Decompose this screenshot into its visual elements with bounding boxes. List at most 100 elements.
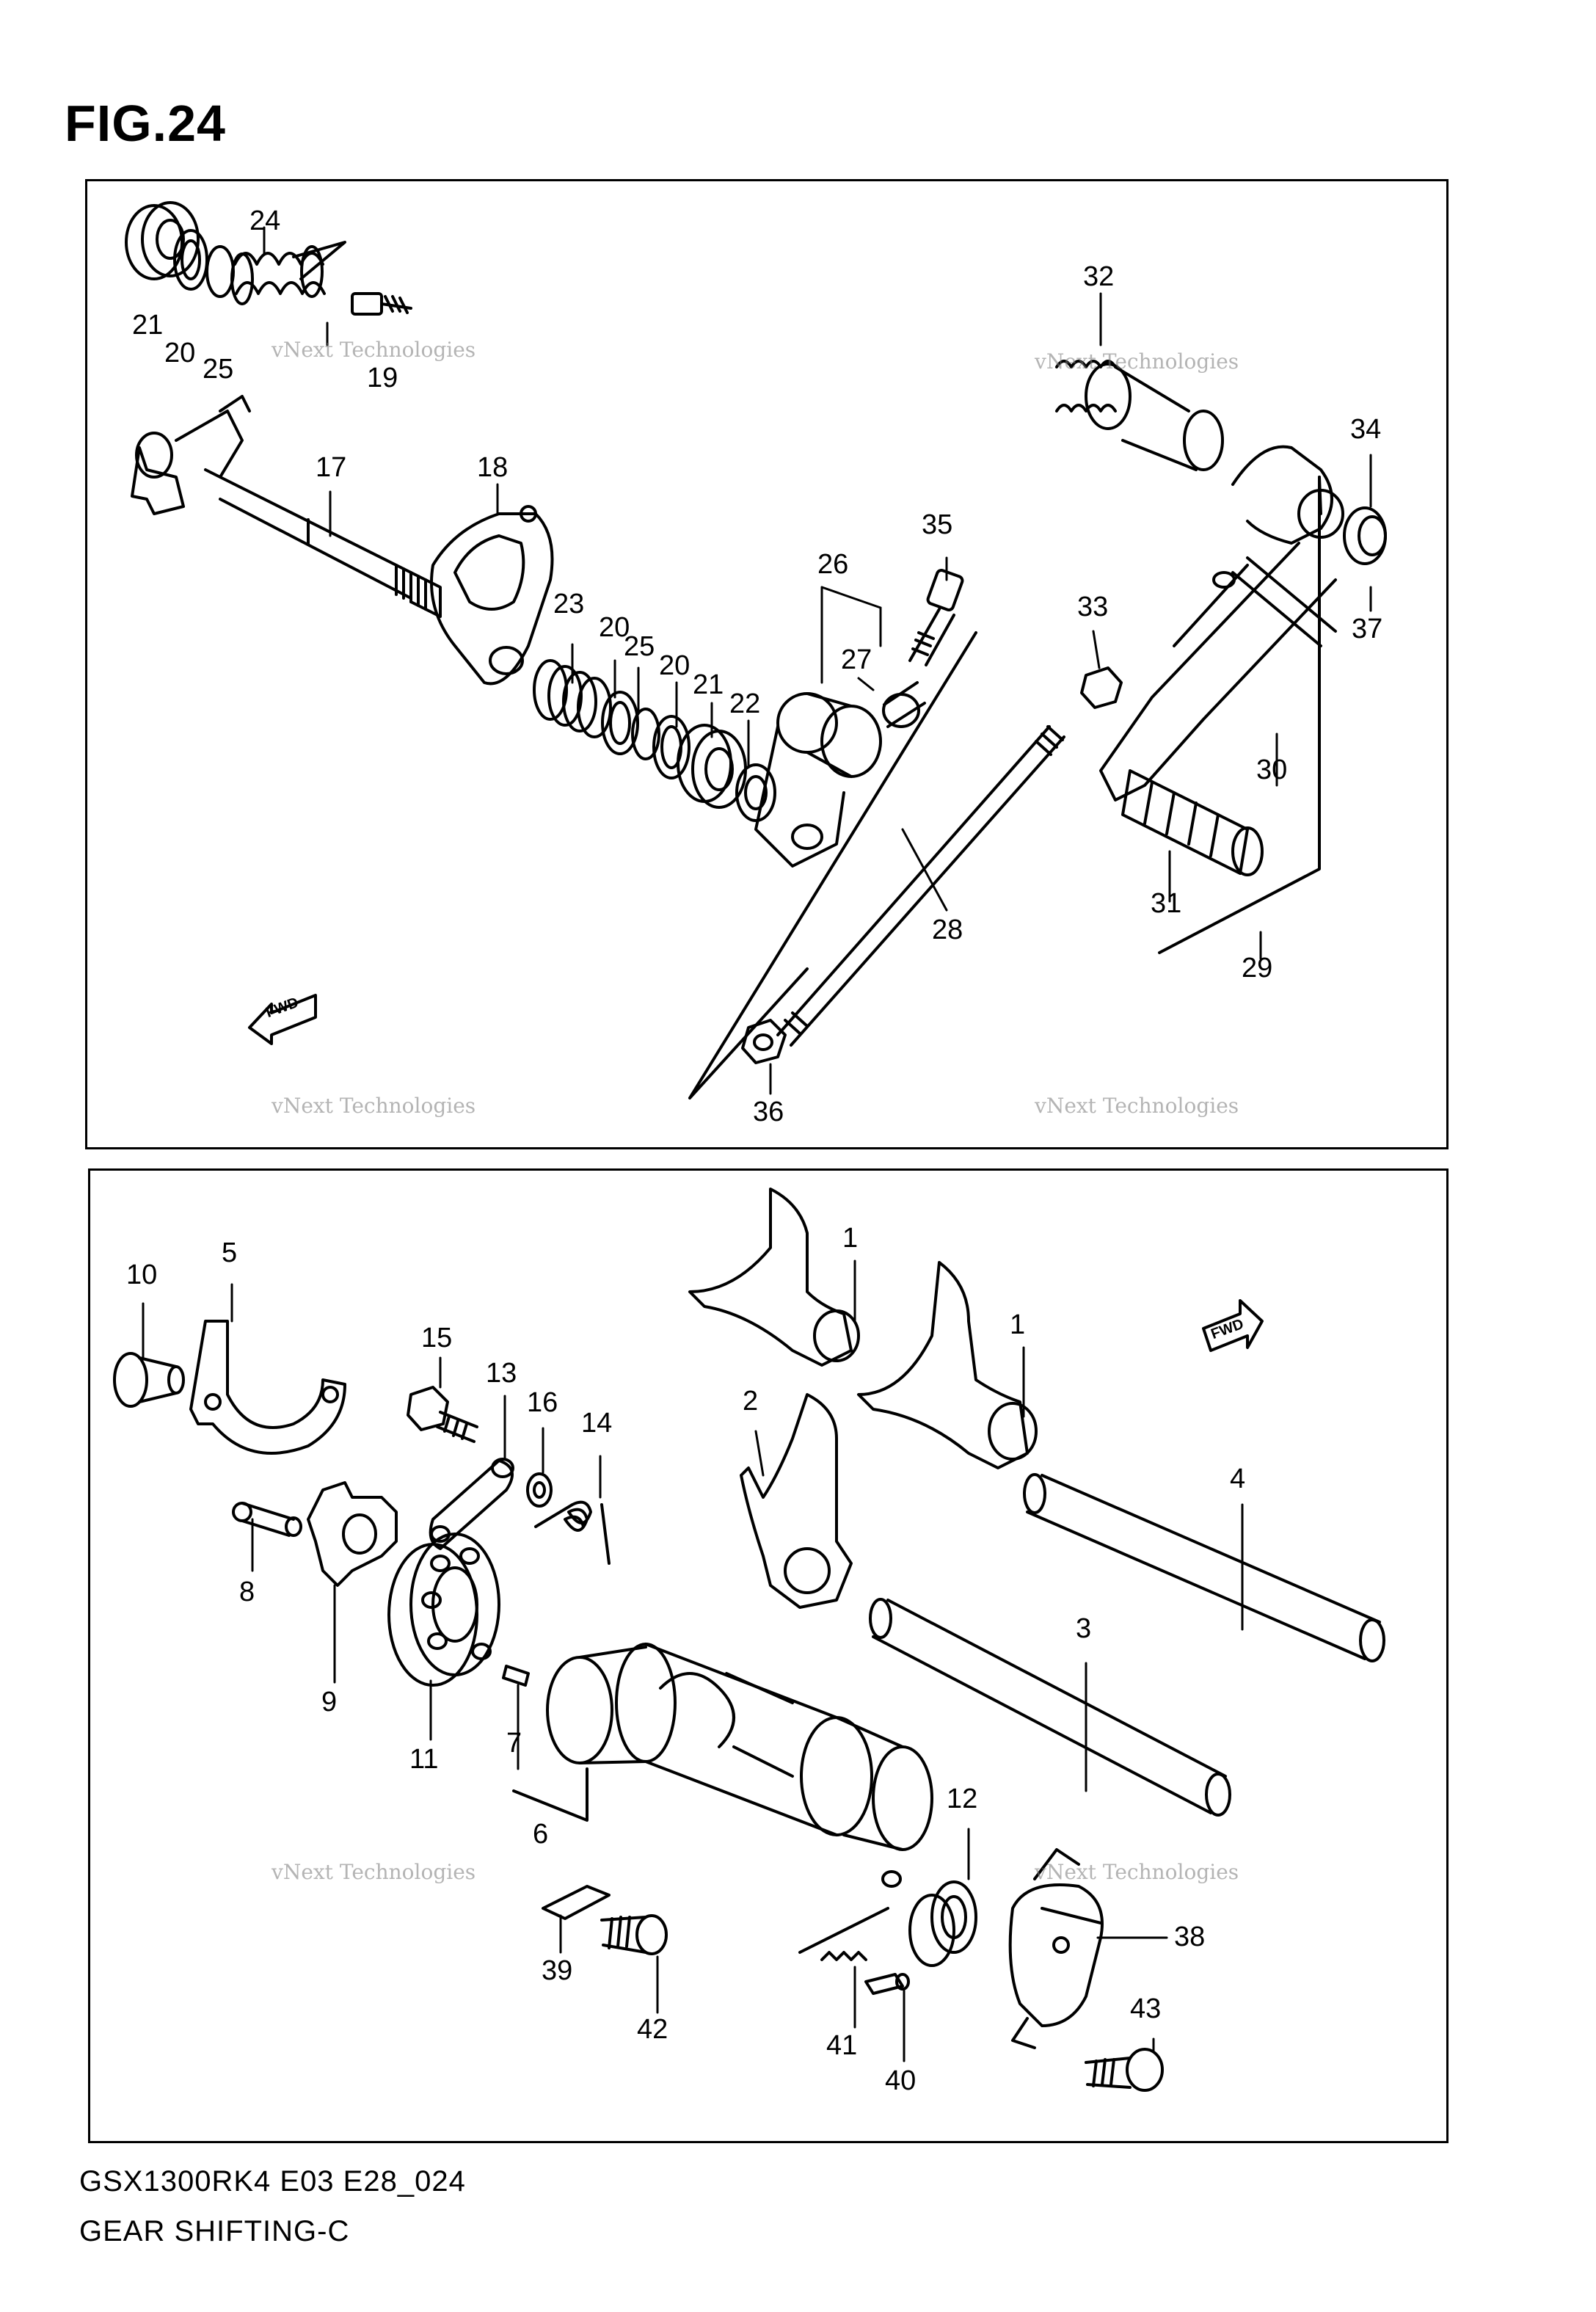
callout-t26: 26 bbox=[817, 549, 849, 580]
watermark-top-left: vNext Technologies bbox=[272, 338, 476, 362]
callout-t29: 29 bbox=[1242, 953, 1273, 984]
part-stopper-plate-5 bbox=[189, 1320, 346, 1455]
part-rod-end-27 bbox=[882, 681, 926, 728]
part-shift-fork-2 bbox=[740, 1393, 853, 1609]
part-circlip-25-mid bbox=[631, 708, 660, 760]
bracket-6 bbox=[512, 1767, 589, 1822]
leader-line-28-guide bbox=[688, 631, 977, 1099]
callout-b8: 8 bbox=[239, 1577, 255, 1607]
watermark-mid-right: vNext Technologies bbox=[1035, 1094, 1239, 1118]
callout-b1a: 1 bbox=[842, 1223, 859, 1254]
callout-b15: 15 bbox=[421, 1323, 453, 1353]
callout-t25a: 25 bbox=[203, 354, 234, 385]
part-bolt-19 bbox=[351, 292, 412, 316]
part-gearshift-shaft-17 bbox=[131, 395, 442, 618]
part-oil-seal-22 bbox=[735, 763, 776, 822]
callout-t21b: 21 bbox=[693, 669, 724, 700]
callout-b11: 11 bbox=[409, 1744, 439, 1775]
watermark-bottom-right: vNext Technologies bbox=[1035, 1860, 1239, 1884]
callout-b42: 42 bbox=[637, 2014, 668, 2045]
part-washer-16 bbox=[526, 1472, 553, 1508]
callout-b9: 9 bbox=[321, 1687, 338, 1717]
part-spring-41 bbox=[820, 1951, 867, 1961]
callout-t24: 24 bbox=[249, 206, 281, 236]
part-shift-cam-9 bbox=[307, 1481, 398, 1587]
callout-t37: 37 bbox=[1352, 614, 1383, 644]
figure-title: FIG.24 bbox=[65, 95, 226, 152]
part-spring-14 bbox=[534, 1500, 611, 1565]
callout-t22: 22 bbox=[729, 688, 761, 719]
callout-b12: 12 bbox=[947, 1784, 978, 1814]
model-code-caption: GSX1300RK4 E03 E28_024 bbox=[79, 2165, 466, 2198]
callout-t35: 35 bbox=[922, 509, 953, 540]
callout-t18: 18 bbox=[477, 452, 509, 483]
part-bearing-21-mid bbox=[677, 724, 747, 809]
part-shift-fork-1a bbox=[688, 1188, 860, 1367]
part-nut-33 bbox=[1080, 666, 1123, 709]
part-washer-20-mid-a bbox=[601, 691, 639, 755]
part-bearing-12 bbox=[908, 1880, 977, 1967]
callout-t25b: 25 bbox=[624, 631, 655, 662]
callout-t20b: 20 bbox=[599, 612, 630, 643]
callout-t27: 27 bbox=[841, 644, 872, 675]
part-bolt-43 bbox=[1085, 2048, 1164, 2092]
part-spring-23 bbox=[533, 659, 612, 738]
part-bolt-15 bbox=[407, 1386, 478, 1443]
callout-b14: 14 bbox=[581, 1408, 613, 1439]
callout-b41: 41 bbox=[826, 2030, 858, 2061]
part-pin-7 bbox=[502, 1665, 530, 1687]
callout-t32: 32 bbox=[1083, 261, 1115, 292]
callout-t33: 33 bbox=[1077, 592, 1109, 622]
part-bearing-11 bbox=[387, 1533, 500, 1687]
part-washer-20-mid-b bbox=[652, 715, 690, 779]
callout-b40: 40 bbox=[885, 2065, 917, 2096]
part-pin-8 bbox=[232, 1502, 302, 1537]
callout-t34: 34 bbox=[1350, 414, 1382, 445]
part-shift-rod-28 bbox=[776, 725, 1065, 1047]
callout-t23: 23 bbox=[553, 589, 585, 619]
callout-b13: 13 bbox=[486, 1358, 517, 1389]
part-circlip-34 bbox=[1343, 506, 1387, 565]
watermark-bottom-left: vNext Technologies bbox=[272, 1860, 476, 1884]
part-circlip-25-top bbox=[205, 245, 235, 298]
callout-b43: 43 bbox=[1130, 1993, 1162, 2024]
callout-t30: 30 bbox=[1256, 755, 1288, 785]
part-switch-screw-42 bbox=[600, 1914, 668, 1955]
part-screw-10 bbox=[113, 1352, 185, 1408]
callout-b38: 38 bbox=[1174, 1922, 1206, 1952]
callout-b7: 7 bbox=[506, 1728, 522, 1759]
fwd-arrow-top bbox=[248, 994, 317, 1045]
part-clip-39 bbox=[542, 1885, 611, 1920]
part-gearshift-link-arm-26 bbox=[754, 692, 882, 868]
part-fork-shaft-3 bbox=[869, 1598, 1231, 1817]
part-shift-fork-1b bbox=[857, 1261, 1038, 1469]
part-fork-shaft-4 bbox=[1023, 1473, 1385, 1662]
watermark-top-right: vNext Technologies bbox=[1035, 349, 1239, 374]
part-nut-36 bbox=[741, 1019, 787, 1064]
part-shift-cam-plate-18 bbox=[430, 505, 554, 686]
bracket-34-37 bbox=[1318, 476, 1322, 515]
callout-t31: 31 bbox=[1151, 888, 1182, 919]
callout-t20a: 20 bbox=[164, 338, 196, 368]
callout-b4: 4 bbox=[1230, 1464, 1246, 1494]
bracket-40-41 bbox=[798, 1907, 889, 1954]
part-bearing-21-top bbox=[125, 201, 200, 280]
callout-b2: 2 bbox=[743, 1386, 759, 1417]
top-panel-shift-shaft-assembly bbox=[85, 179, 1449, 1149]
part-pivot-bolt-32 bbox=[1055, 360, 1224, 471]
callout-t19: 19 bbox=[367, 363, 398, 393]
fwd-arrow-bottom bbox=[1202, 1299, 1264, 1352]
part-footpeg-rubber-31 bbox=[1121, 769, 1264, 876]
part-stopper-arm-13 bbox=[429, 1458, 514, 1550]
callout-b10: 10 bbox=[126, 1259, 158, 1290]
callout-b5: 5 bbox=[222, 1237, 238, 1268]
part-gearshift-lever-30 bbox=[1099, 445, 1344, 801]
part-shift-drum-6 bbox=[546, 1643, 933, 1888]
callout-t28: 28 bbox=[932, 915, 963, 945]
bracket-29-30-31 bbox=[1158, 476, 1321, 954]
callout-b16: 16 bbox=[527, 1387, 558, 1418]
part-contact-pin-40 bbox=[864, 1973, 910, 1995]
callout-t20c: 20 bbox=[659, 650, 690, 681]
callout-b6: 6 bbox=[533, 1819, 549, 1850]
